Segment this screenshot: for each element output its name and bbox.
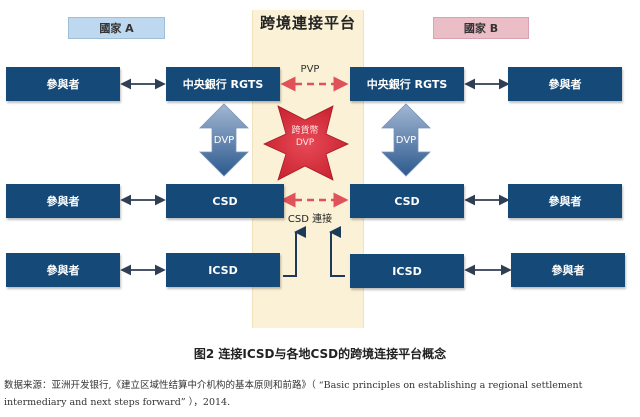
cross-dvp-label: 跨貨幣 DVP — [280, 125, 330, 149]
participant-csd-a: 參與者 — [6, 184, 120, 218]
icsd-a-to-csd-link-arrow — [283, 226, 306, 277]
country-b-header: 國家 B — [433, 17, 529, 39]
dvp-label-a: DVP — [213, 135, 235, 146]
country-a-header: 國家 A — [68, 17, 165, 39]
central-bank-rtgs-b: 中央銀行 RGTS — [350, 67, 464, 101]
participant-rtgs-b: 參與者 — [508, 67, 622, 101]
cross-currency-dvp-star — [263, 105, 349, 181]
csd-b: CSD — [350, 184, 464, 218]
cross-dvp-label-line2: DVP — [295, 138, 315, 148]
participant-rtgs-a: 參與者 — [6, 67, 120, 101]
source-note: 数据来源：亚洲开发银行,《建立区域性结算中介机构的基本原则和前路》（ “Basi… — [4, 380, 583, 408]
icsd-b-to-csd-link-arrow — [329, 226, 345, 277]
icsd-b: ICSD — [350, 254, 464, 288]
participant-icsd-b: 參與者 — [511, 253, 625, 287]
icsd-a: ICSD — [166, 253, 280, 287]
csd-link-label: CSD 連接 — [287, 214, 333, 225]
central-bank-rtgs-a: 中央銀行 RGTS — [166, 67, 280, 101]
figure-caption: 图2 连接ICSD与各地CSD的跨境连接平台概念 — [193, 347, 447, 361]
cross-dvp-label-line1: 跨貨幣 — [291, 126, 319, 136]
platform-title: 跨境連接平台 — [259, 14, 356, 32]
csd-a: CSD — [166, 184, 284, 218]
dvp-arrow-b-shape — [381, 103, 431, 177]
dvp-arrow-a-shape — [199, 103, 249, 177]
pvp-label: PVP — [300, 64, 320, 75]
participant-icsd-a: 參與者 — [6, 253, 120, 287]
participant-csd-b: 參與者 — [508, 184, 622, 218]
dvp-label-b: DVP — [395, 135, 417, 146]
